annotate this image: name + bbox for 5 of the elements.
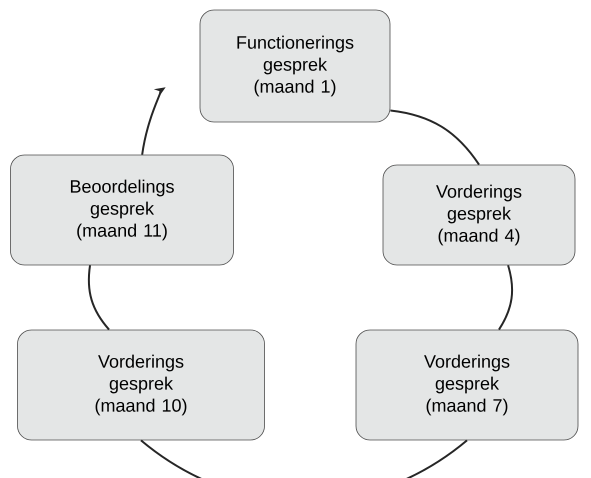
process-box: Functionerings gesprek (maand 1) [200,10,390,122]
process-box: Vorderings gesprek (maand 10) [17,330,265,440]
process-box: Vorderings gesprek (maand 4) [382,164,576,266]
process-box: Beoordelings gesprek (maand 11) [10,154,234,266]
process-box: Vorderings gesprek (maand 7) [356,330,578,440]
